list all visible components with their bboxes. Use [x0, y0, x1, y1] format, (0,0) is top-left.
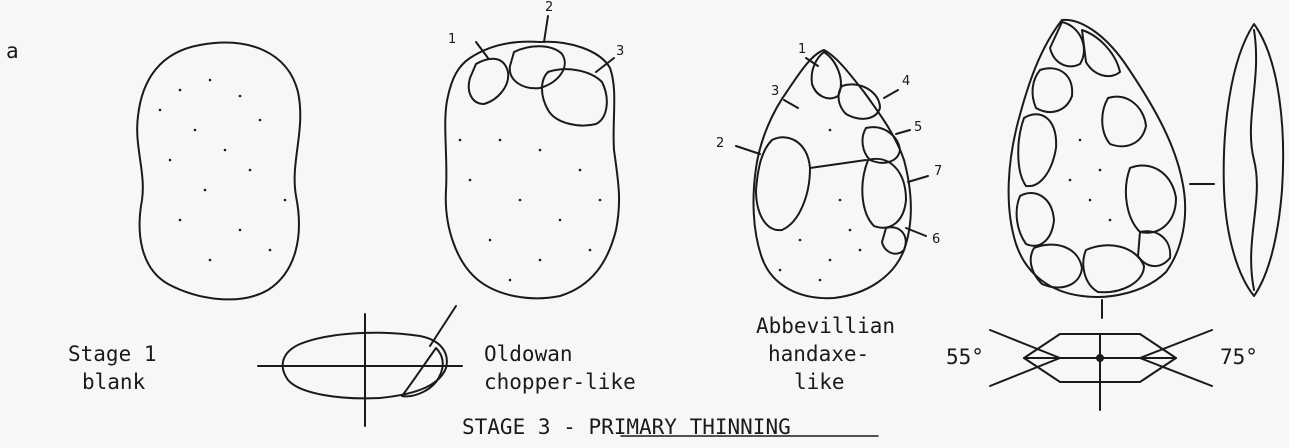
side-profile-midline: [1251, 30, 1257, 290]
chopper-scar-2: [510, 46, 565, 88]
section-pointer: [430, 306, 456, 346]
abbev-scar-label-3: 3: [771, 84, 779, 99]
finished-scar-h: [1102, 97, 1146, 147]
handaxe-scar-right-1: [863, 127, 900, 163]
finished-scar-f: [1083, 245, 1144, 292]
stage1-label-line1: Stage 1: [68, 341, 157, 367]
blank-cobble-outline: [137, 43, 300, 300]
abbev-scar-label-2: 2: [716, 136, 724, 151]
chopper-scar-label-1: 1: [448, 32, 456, 47]
abbev-scar-label-7: 7: [934, 164, 942, 179]
abbev-pointer-3: [784, 100, 798, 108]
stage-title: STAGE 3 - PRIMARY THINNING: [462, 414, 791, 440]
abbevillian-label-line1: Abbevillian: [756, 313, 895, 339]
stage-title-underlined: PRIMARY THINNING: [588, 415, 790, 439]
chopper-outline: [445, 42, 619, 299]
chopper-scar-3: [542, 69, 607, 125]
cortex-stippling: [159, 79, 1112, 282]
finished-scar-b: [1033, 68, 1073, 112]
angle-right-ray-2: [1140, 358, 1212, 386]
chopper-scar-1: [469, 59, 508, 104]
handaxe-scar-upper: [839, 84, 880, 118]
angle-left-ray-2: [990, 358, 1060, 386]
abbevillian-label-line3: like: [794, 369, 845, 395]
finished-scar-g: [1126, 166, 1176, 233]
abbev-scar-label-1: 1: [798, 42, 806, 57]
angle-right-label: 75°: [1220, 344, 1258, 370]
abbev-pointer-7: [908, 176, 928, 182]
finished-scar-e: [1031, 245, 1082, 288]
finished-scar-c: [1018, 114, 1056, 186]
angle-left-label: 55°: [946, 344, 984, 370]
finished-scar-i: [1138, 231, 1170, 266]
abbevillian-label-line2: handaxe-: [768, 341, 869, 367]
abbev-scar-label-4: 4: [902, 74, 910, 89]
oldowan-label-line1: Oldowan: [484, 341, 573, 367]
chopper-scar-label-3: 3: [616, 44, 624, 59]
abbev-pointer-4: [884, 90, 898, 98]
stage1-label-line2: blank: [82, 369, 145, 395]
oldowan-label-line2: chopper-like: [484, 369, 636, 395]
handaxe-scar-left: [756, 137, 810, 230]
xsection-center-dot: [1097, 355, 1103, 361]
handaxe-scar-base: [882, 227, 906, 253]
handaxe-scar-right-2: [862, 159, 906, 228]
chopper-pointer-2: [544, 16, 548, 42]
finished-handaxe-outline: [1009, 20, 1186, 297]
chopper-scar-label-2: 2: [545, 0, 553, 15]
abbev-scar-label-6: 6: [932, 232, 940, 247]
abbev-pointer-2: [736, 146, 760, 154]
stage-title-prefix: STAGE 3 -: [462, 415, 588, 439]
angle-right-ray-1: [1140, 330, 1212, 358]
handaxe-ridge: [810, 160, 866, 168]
finished-scar-d: [1017, 193, 1054, 246]
abbev-scar-label-5: 5: [914, 120, 922, 135]
abbev-pointer-5: [896, 130, 910, 134]
angle-left-ray-1: [990, 330, 1060, 358]
